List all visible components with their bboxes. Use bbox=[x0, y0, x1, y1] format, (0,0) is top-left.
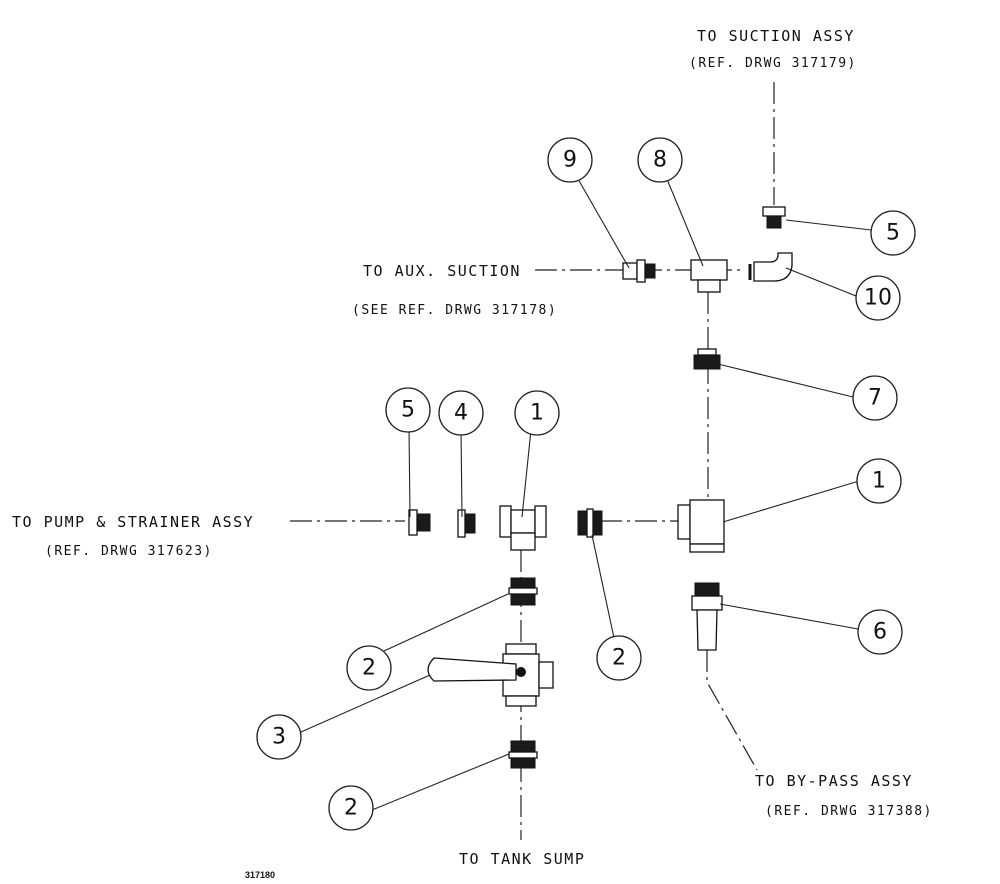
label-suction: TO SUCTION ASSY (REF. DRWG 317179) bbox=[689, 27, 857, 71]
callout-6: 6 bbox=[857, 609, 903, 655]
svg-text:TO AUX. SUCTION: TO AUX. SUCTION bbox=[363, 262, 521, 280]
part-nipple-7 bbox=[693, 348, 721, 370]
part-cap-top bbox=[762, 206, 786, 229]
label-aux-suction: TO AUX. SUCTION (SEE REF. DRWG 317178) bbox=[352, 262, 557, 318]
svg-text:1: 1 bbox=[530, 401, 544, 426]
callout-5-left: 5 bbox=[385, 387, 431, 433]
svg-text:9: 9 bbox=[563, 148, 577, 173]
callout-2-upper: 2 bbox=[346, 645, 392, 691]
part-tee-right bbox=[677, 499, 725, 553]
part-tee-aux bbox=[690, 259, 728, 293]
part-hose-barb bbox=[691, 582, 723, 651]
callout-3: 3 bbox=[256, 714, 302, 760]
center-lines bbox=[290, 82, 775, 840]
label-tank-sump: TO TANK SUMP bbox=[459, 850, 585, 868]
svg-text:7: 7 bbox=[868, 386, 882, 411]
callout-5-top: 5 bbox=[870, 210, 916, 256]
callout-4: 4 bbox=[438, 390, 484, 436]
part-nipple-v-upper bbox=[508, 577, 538, 606]
part-nipple-v-lower bbox=[508, 740, 538, 769]
svg-text:2: 2 bbox=[344, 796, 358, 821]
svg-text:3: 3 bbox=[272, 725, 286, 750]
callout-2-right: 2 bbox=[596, 635, 642, 681]
part-aux-nipple bbox=[622, 259, 656, 283]
part-nipple-h bbox=[577, 508, 603, 538]
svg-text:TO SUCTION ASSY: TO SUCTION ASSY bbox=[697, 27, 855, 45]
label-pump: TO PUMP & STRAINER ASSY (REF. DRWG 31762… bbox=[12, 513, 254, 559]
part-ball-valve bbox=[427, 643, 554, 707]
callout-1-left: 1 bbox=[514, 390, 560, 436]
svg-text:(SEE REF. DRWG 317178): (SEE REF. DRWG 317178) bbox=[352, 303, 557, 318]
part-elbow bbox=[748, 252, 793, 282]
leader-lines bbox=[300, 171, 872, 811]
svg-text:2: 2 bbox=[362, 656, 376, 681]
part-cap-left bbox=[408, 509, 431, 536]
callout-7: 7 bbox=[852, 375, 898, 421]
drawing-number: 317180 bbox=[245, 870, 275, 880]
label-bypass: TO BY-PASS ASSY (REF. DRWG 317388) bbox=[755, 772, 933, 819]
svg-text:(REF. DRWG 317179): (REF. DRWG 317179) bbox=[689, 56, 857, 71]
callout-8: 8 bbox=[637, 137, 683, 183]
svg-text:TO BY-PASS ASSY: TO BY-PASS ASSY bbox=[755, 772, 913, 790]
part-bushing bbox=[457, 509, 476, 538]
svg-text:8: 8 bbox=[653, 148, 667, 173]
svg-text:5: 5 bbox=[886, 221, 900, 246]
svg-text:1: 1 bbox=[872, 469, 886, 494]
part-tee-left bbox=[499, 505, 547, 551]
callout-2-lower: 2 bbox=[328, 785, 374, 831]
callout-1-right: 1 bbox=[856, 458, 902, 504]
svg-text:(REF. DRWG 317623): (REF. DRWG 317623) bbox=[45, 544, 213, 559]
callout-10: 10 bbox=[855, 275, 901, 321]
svg-text:(REF. DRWG 317388): (REF. DRWG 317388) bbox=[765, 804, 933, 819]
svg-text:4: 4 bbox=[454, 401, 468, 426]
svg-text:6: 6 bbox=[873, 620, 887, 645]
svg-text:TO PUMP & STRAINER ASSY: TO PUMP & STRAINER ASSY bbox=[12, 513, 254, 531]
svg-text:5: 5 bbox=[401, 398, 415, 423]
svg-text:TO TANK SUMP: TO TANK SUMP bbox=[459, 850, 585, 868]
svg-text:10: 10 bbox=[864, 286, 892, 311]
svg-text:2: 2 bbox=[612, 646, 626, 671]
callout-9: 9 bbox=[547, 137, 593, 183]
